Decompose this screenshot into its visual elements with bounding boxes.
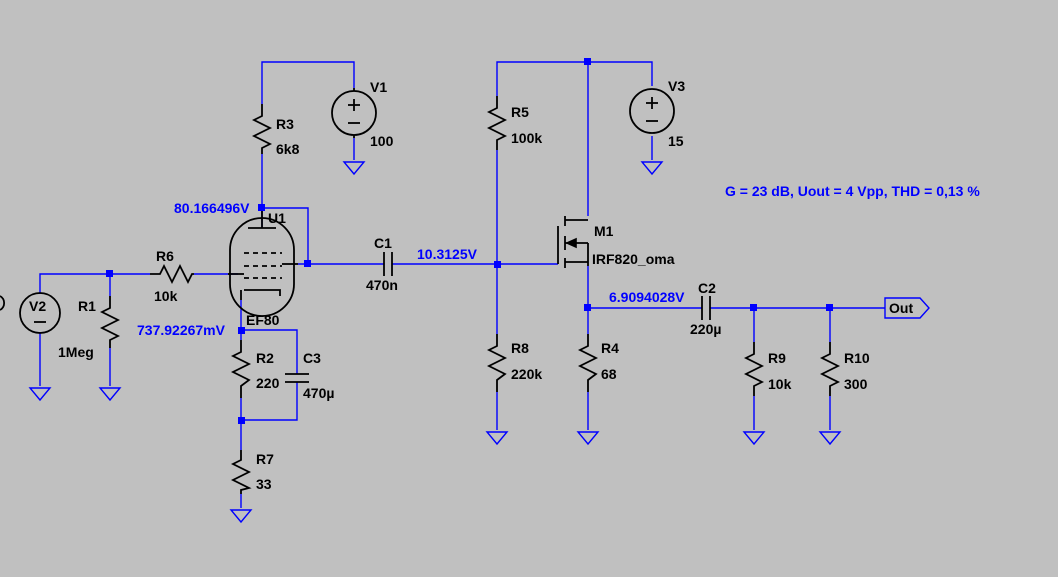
label-c3-value: 470µ xyxy=(303,385,334,401)
label-r10-value: 300 xyxy=(844,376,868,392)
junctions xyxy=(106,58,833,424)
ground-r1 xyxy=(98,387,122,402)
resistor-r9[interactable] xyxy=(743,342,765,396)
wire-v1-r3-top xyxy=(261,61,355,104)
label-r5-value: 100k xyxy=(511,130,542,146)
label-r6-name: R6 xyxy=(156,248,174,264)
ground-r9 xyxy=(742,431,766,446)
source-v2[interactable] xyxy=(19,292,61,334)
source-v3[interactable] xyxy=(629,88,675,134)
label-r7-value: 33 xyxy=(256,476,272,492)
label-c1-name: C1 xyxy=(374,235,392,251)
ground-v2 xyxy=(28,387,52,402)
resistor-r1[interactable] xyxy=(99,296,121,348)
label-r4-name: R4 xyxy=(601,340,619,356)
node-voltage-labels: 80.166496V 737.92267mV 10.3125V 6.909402… xyxy=(137,183,980,338)
node-voltage-plate: 80.166496V xyxy=(174,200,250,216)
label-c2-value: 220µ xyxy=(690,321,721,337)
mosfet-m1[interactable] xyxy=(557,216,589,268)
performance-annotation: G = 23 dB, Uout = 4 Vpp, THD = 0,13 % xyxy=(725,183,980,199)
label-v2-name: V2 xyxy=(29,298,46,314)
output-port-label: Out xyxy=(889,300,913,316)
label-m1-value: IRF820_oma xyxy=(592,251,675,267)
capacitor-c1[interactable] xyxy=(383,252,393,276)
wire-v2-r6 xyxy=(39,273,150,294)
label-u1-name: U1 xyxy=(268,210,286,226)
resistor-r4[interactable] xyxy=(577,334,599,392)
label-v3-value: 15 xyxy=(668,133,684,149)
ground-r8 xyxy=(485,431,509,446)
label-v1-value: 100 xyxy=(370,133,394,149)
ground-r7 xyxy=(229,509,253,524)
label-c3-name: C3 xyxy=(303,350,321,366)
label-r10-name: R10 xyxy=(844,350,870,366)
label-r9-name: R9 xyxy=(768,350,786,366)
source-v1[interactable] xyxy=(331,88,377,138)
voltage-sources xyxy=(19,88,675,334)
label-r2-name: R2 xyxy=(256,350,274,366)
resistor-r8[interactable] xyxy=(486,334,508,392)
label-r1-name: R1 xyxy=(78,298,96,314)
grounds xyxy=(28,161,842,524)
wire-screen xyxy=(262,207,309,264)
label-v3-name: V3 xyxy=(668,78,685,94)
offscreen-part xyxy=(0,295,6,311)
resistor-r10[interactable] xyxy=(819,342,841,396)
ground-v3 xyxy=(640,161,664,176)
resistor-r5[interactable] xyxy=(486,96,508,150)
label-r1-value: 1Meg xyxy=(58,344,94,360)
label-c1-value: 470n xyxy=(366,277,398,293)
resistor-r6[interactable] xyxy=(150,263,194,285)
label-c2-name: C2 xyxy=(698,280,716,296)
ground-r4 xyxy=(576,431,600,446)
resistor-r2[interactable] xyxy=(230,340,252,398)
capacitor-c3[interactable] xyxy=(285,373,309,383)
ground-v1 xyxy=(342,161,366,176)
component-labels: V1 100 V3 15 V2 R3 6k8 R5 100k R8 220k R… xyxy=(29,78,870,492)
label-r2-value: 220 xyxy=(256,375,280,391)
label-r7-name: R7 xyxy=(256,451,274,467)
resistor-r7[interactable] xyxy=(230,450,252,494)
tube-u1[interactable] xyxy=(228,208,298,317)
ground-r10 xyxy=(818,431,842,446)
node-voltage-cathode: 737.92267mV xyxy=(137,322,226,338)
resistor-r3[interactable] xyxy=(251,104,273,154)
label-m1-name: M1 xyxy=(594,223,614,239)
capacitor-c2[interactable] xyxy=(701,296,711,320)
label-r8-name: R8 xyxy=(511,340,529,356)
label-v1-name: V1 xyxy=(370,79,387,95)
capacitors xyxy=(285,252,711,383)
label-r5-name: R5 xyxy=(511,104,529,120)
label-r8-value: 220k xyxy=(511,366,542,382)
label-r4-value: 68 xyxy=(601,366,617,382)
wire-r5-top xyxy=(496,61,588,96)
label-r9-value: 10k xyxy=(768,376,792,392)
wire-v3-top xyxy=(588,61,653,86)
label-u1-value: EF80 xyxy=(246,312,280,328)
wire-c3-top xyxy=(241,329,298,374)
output-port[interactable]: Out xyxy=(884,297,930,319)
wire-c3-bottom xyxy=(241,382,298,421)
label-r3-value: 6k8 xyxy=(276,141,300,157)
node-voltage-gate: 10.3125V xyxy=(417,246,478,262)
resistors xyxy=(99,96,841,494)
label-r3-name: R3 xyxy=(276,116,294,132)
node-voltage-source: 6.9094028V xyxy=(609,289,685,305)
label-r6-value: 10k xyxy=(154,288,178,304)
wires xyxy=(0,61,885,508)
